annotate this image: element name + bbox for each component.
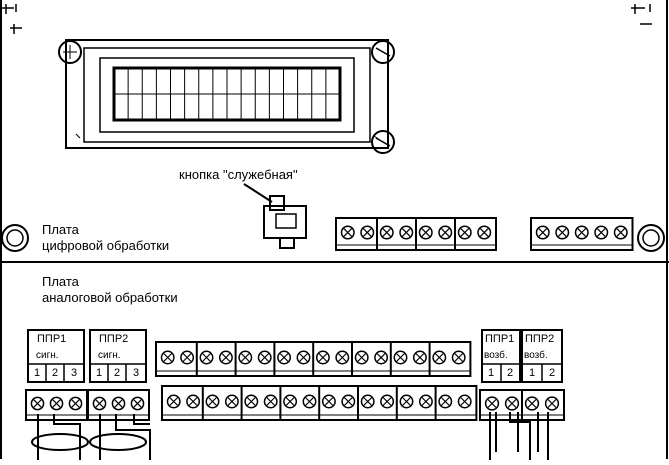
ppr2-ret-subtitle: возб. (524, 350, 548, 361)
terminal-screw (393, 350, 408, 365)
terminal-screw (130, 396, 145, 411)
terminal-screw (315, 350, 330, 365)
terminal-screw (379, 225, 394, 240)
terminal-screw (244, 394, 259, 409)
terminal-screw (354, 350, 369, 365)
ppr2-sig-pin-3: 3 (132, 367, 140, 379)
terminal-screw (535, 225, 550, 240)
digital-board-label-line1: Плата (42, 222, 79, 237)
terminal-screw (340, 225, 355, 240)
terminal-screw (166, 394, 181, 409)
terminal-screw (399, 225, 414, 240)
ppr2-sig-subtitle: сигн. (98, 350, 121, 361)
terminal-screw (218, 350, 233, 365)
ppr2-ret-title: ППР2 (525, 333, 555, 345)
ppr1-sig-title: ППР1 (37, 333, 67, 345)
ppr2-sig-pin-2: 2 (113, 367, 121, 379)
terminal-screw (321, 394, 336, 409)
corner-marks-right (631, 4, 652, 25)
ppr1-sig-pin-2: 2 (51, 367, 59, 379)
terminal-screw (594, 225, 609, 240)
terminal-screw (30, 396, 45, 411)
terminal-screw (524, 396, 540, 411)
terminal-block-digital-right (530, 217, 634, 251)
terminal-screw (186, 394, 201, 409)
terminal-screw (484, 396, 500, 411)
terminal-screw (283, 394, 298, 409)
lcd-screws (58, 40, 395, 154)
terminal-screw (341, 394, 356, 409)
ppr1-ret-pin-2: 2 (506, 367, 514, 379)
terminal-screw (374, 350, 389, 365)
terminal-screw (380, 394, 395, 409)
terminal-screw (457, 225, 472, 240)
terminal-screw (263, 394, 278, 409)
terminal-screw (180, 350, 195, 365)
terminal-block-ppr1-signal (25, 389, 88, 421)
terminal-screw (399, 394, 414, 409)
ppr2-ret-pin-2: 2 (548, 367, 556, 379)
terminal-screw (257, 350, 272, 365)
cables (31, 412, 549, 460)
terminal-screw (574, 225, 589, 240)
terminal-screw (160, 350, 175, 365)
terminal-screw (412, 350, 427, 365)
terminal-screw (360, 394, 375, 409)
terminal-screw (438, 394, 453, 409)
terminal-screw (199, 350, 214, 365)
service-button-label: кнопка "служебная" (179, 167, 298, 182)
ppr1-ret-pin-1: 1 (487, 367, 495, 379)
corner-marks-left (2, 4, 22, 34)
terminal-screw (477, 225, 492, 240)
mounting-holes (1, 224, 665, 252)
terminal-screw (555, 225, 570, 240)
terminal-block-digital-left (335, 217, 497, 251)
terminal-screw (613, 225, 628, 240)
terminal-screw (277, 350, 292, 365)
terminal-screw (418, 225, 433, 240)
service-button (243, 183, 307, 249)
ppr2-sig-pin-1: 1 (95, 367, 103, 379)
terminal-screw (335, 350, 350, 365)
ppr1-sig-subtitle: сигн. (36, 350, 59, 361)
ppr1-ret-subtitle: возб. (484, 350, 508, 361)
digital-board-label-line2: цифровой обработки (42, 238, 170, 253)
analog-board-label-line1: Плата (42, 274, 79, 289)
terminal-screw (418, 394, 433, 409)
terminal-screw (92, 396, 107, 411)
terminal-screw (544, 396, 560, 411)
terminal-screw (111, 396, 126, 411)
terminal-screw (438, 225, 453, 240)
ppr1-ret-title: ППР1 (485, 333, 515, 345)
ppr1-sig-pin-1: 1 (33, 367, 41, 379)
terminal-screw (238, 350, 253, 365)
terminal-screw (68, 396, 83, 411)
terminal-screw (432, 350, 447, 365)
terminal-screw (360, 225, 375, 240)
terminal-screw (302, 394, 317, 409)
terminal-screw (49, 396, 64, 411)
terminal-block-analog-upper (155, 341, 472, 377)
terminal-block-ppr2-signal (87, 389, 150, 421)
terminal-block-analog-lower (161, 385, 478, 421)
ppr1-sig-pin-3: 3 (70, 367, 78, 379)
lcd-module (65, 39, 389, 149)
analog-board-label-line2: аналоговой обработки (42, 290, 178, 305)
terminal-screw (457, 394, 472, 409)
ppr2-ret-pin-1: 1 (528, 367, 536, 379)
terminal-screw (224, 394, 239, 409)
terminal-screw (451, 350, 466, 365)
terminal-screw (296, 350, 311, 365)
terminal-screw (205, 394, 220, 409)
sensor-label-frames (27, 329, 563, 383)
terminal-screw (504, 396, 520, 411)
terminal-block-excitation (479, 389, 565, 421)
ppr2-sig-title: ППР2 (99, 333, 129, 345)
